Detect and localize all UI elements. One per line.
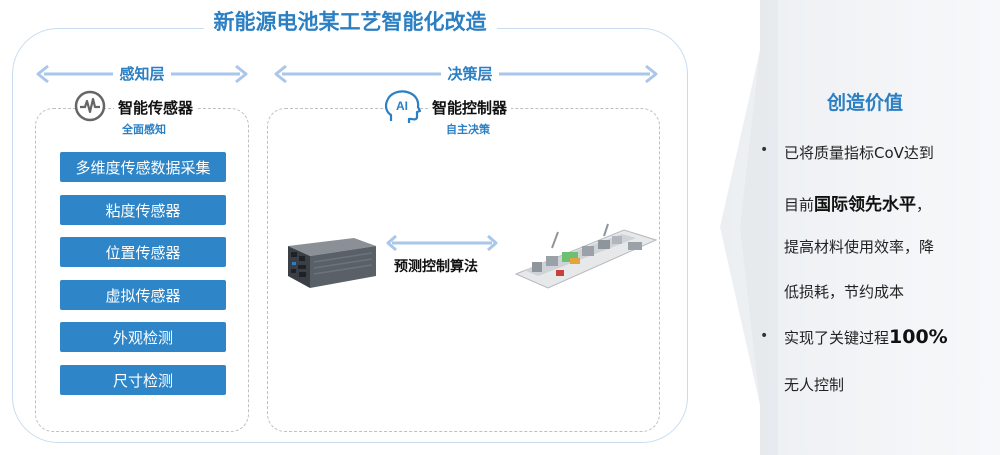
value-bullet1-line1: 已将质量指标CoV达到: [784, 144, 934, 162]
value-text: 实现了关键过程: [784, 329, 890, 347]
sensor-item: 多维度传感数据采集: [60, 152, 226, 182]
sensor-item: 位置传感器: [60, 237, 226, 267]
value-bullet1-line2: 目前国际领先水平，: [784, 190, 931, 215]
value-bullet2-line2: 无人控制: [784, 376, 845, 394]
controller-subtitle: 自主决策: [446, 123, 490, 136]
bullet-dot: •: [760, 328, 769, 344]
industrial-controller-image: [288, 238, 376, 288]
sensor-item: 外观检测: [60, 322, 226, 352]
perception-layer-label: 感知层: [102, 63, 182, 84]
value-panel-background: [720, 0, 1000, 455]
bullet-dot: •: [760, 142, 769, 158]
decision-layer-label: 决策层: [425, 63, 515, 84]
value-bullet2-line1: 实现了关键过程100%: [784, 326, 948, 348]
production-line-image: [514, 223, 658, 289]
value-bullet1-line3: 提高材料使用效率，降: [784, 238, 935, 256]
main-title: 新能源电池某工艺智能化改造: [0, 6, 700, 36]
ai-head-icon: AI: [384, 90, 422, 123]
sensor-title: 智能传感器: [114, 97, 198, 118]
value-title: 创造价值: [826, 92, 903, 114]
value-emphasis: 国际领先水平: [814, 195, 917, 215]
ai-badge-text: AI: [396, 99, 408, 113]
value-text: ，: [916, 196, 932, 214]
sensor-item: 虚拟传感器: [60, 280, 226, 310]
sensor-item: 尺寸检测: [60, 365, 226, 395]
value-emphasis: 100%: [889, 326, 948, 348]
sensor-subtitle: 全面感知: [122, 123, 166, 136]
controller-title: 智能控制器: [428, 97, 512, 118]
algorithm-arrow: [386, 234, 498, 252]
value-bullet1-line4: 低损耗，节约成本: [784, 283, 905, 301]
algorithm-label: 预测控制算法: [394, 259, 478, 275]
value-text: 目前: [784, 196, 815, 214]
sensor-item: 粘度传感器: [60, 195, 226, 225]
waveform-icon: [74, 90, 106, 122]
